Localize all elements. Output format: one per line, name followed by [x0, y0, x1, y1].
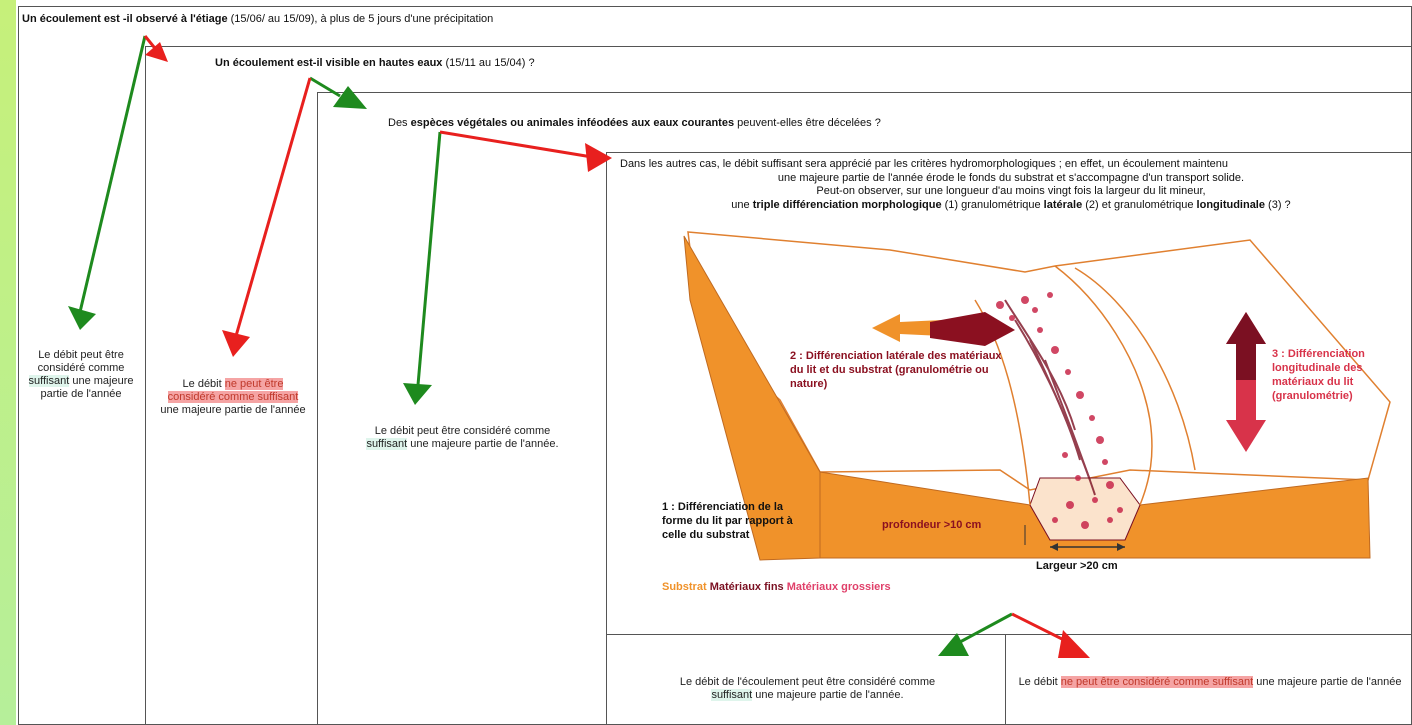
depth-label: profondeur >10 cm	[882, 519, 982, 531]
arrow-q1-no	[143, 35, 168, 62]
legend-fins: Matériaux fins	[709, 581, 784, 593]
arrow-q2-no	[222, 77, 312, 357]
width-label: Largeur >20 cm	[1036, 560, 1118, 572]
arrow-q3-no	[439, 130, 612, 172]
arrow-q1-yes	[68, 35, 147, 330]
question-1: Un écoulement est -il observé à l'étiage…	[22, 13, 494, 25]
arrow-q4-no	[1011, 612, 1090, 658]
figure-label-2: 2 : Différenciation latérale des matéria…	[790, 350, 1002, 390]
legend-grossiers: Matériaux grossiers	[786, 581, 891, 593]
question-4-line3: Peut-on observer, sur une longueur d'au …	[816, 185, 1206, 197]
result-5: Le débit ne peut être considéré comme su…	[1018, 676, 1402, 688]
result-2: Le débit ne peut être considéré comme su…	[160, 378, 306, 416]
arrow-q3-yes	[403, 131, 442, 405]
left-accent-bar	[0, 0, 16, 725]
figure-label-3: 3 : Différenciation longitudinale des ma…	[1272, 348, 1365, 402]
question-2: Un écoulement est-il visible en hautes e…	[215, 57, 535, 69]
arrow-q2-yes	[309, 76, 367, 109]
figure-legend: Substrat Matériaux fins Matériaux grossi…	[662, 580, 891, 594]
arrow-q4-yes	[938, 612, 1013, 656]
question-4-line1: Dans les autres cas, le débit suffisant …	[620, 158, 1228, 170]
question-4-line2: une majeure partie de l'année érode le f…	[777, 171, 1245, 184]
figure-label-1: 1 : Différenciation de la forme du lit p…	[662, 501, 793, 541]
question-4-line4: une triple différenciation morphologique…	[731, 198, 1291, 211]
channel-block-diagram	[683, 231, 1391, 561]
question-3: Des espèces végétales ou animales inféod…	[388, 117, 881, 129]
question-4: Dans les autres cas, le débit suffisant …	[612, 158, 1410, 212]
legend-substrat: Substrat	[662, 581, 707, 593]
result-4: Le débit de l'écoulement peut être consi…	[679, 676, 936, 701]
